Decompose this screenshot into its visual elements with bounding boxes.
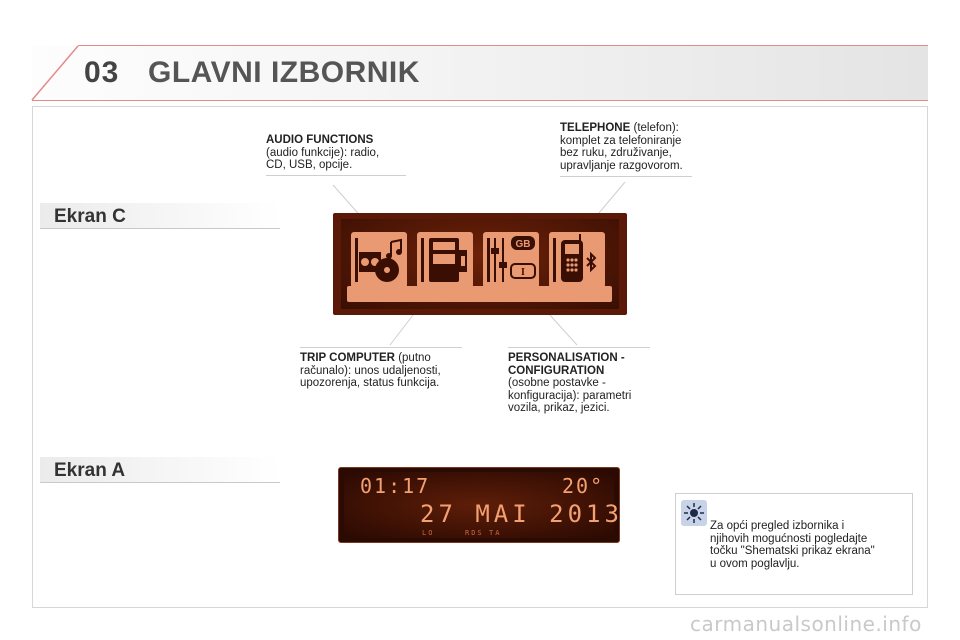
callout-line: (osobne postavke -: [508, 377, 606, 389]
callout-rule: [266, 175, 406, 176]
screen-a-status-rds: RDS: [465, 529, 484, 537]
callout-rule: [508, 347, 650, 348]
section-tab-ekran-a: Ekran A: [40, 457, 280, 483]
page-title: GLAVNI IZBORNIK: [148, 56, 420, 89]
screen-a-time: 01:17: [360, 474, 431, 498]
note-text: Za opći pregled izbornika i njihovih mog…: [710, 520, 906, 570]
callout-heading-suffix: (putno: [395, 352, 431, 364]
chapter-number: 03: [84, 56, 120, 89]
callout-line: bez ruku, združivanje,: [560, 147, 672, 159]
personalisation-icon: GB I: [483, 232, 539, 288]
note-box: [675, 493, 913, 595]
callout-line: računalo): unos udaljenosti,: [300, 364, 441, 377]
language-badge-i: I: [521, 267, 525, 278]
telephone-icon: [549, 232, 605, 288]
callout-personalisation: PERSONALISATION - CONFIGURATION (osobne …: [508, 352, 668, 415]
callout-heading: CONFIGURATION: [508, 364, 605, 377]
audio-icon: [351, 232, 407, 288]
callout-telephone: TELEPHONE (telefon): komplet za telefoni…: [560, 122, 710, 172]
callout-rule: [300, 347, 462, 348]
callout-line: upravljanje razgovorom.: [560, 159, 683, 172]
section-tab-ekran-c: Ekran C: [40, 203, 280, 229]
callout-line: upozorenja, status funkcija.: [300, 377, 440, 389]
note-line: njihovih mogućnosti pogledajte: [710, 532, 868, 545]
header-rule-top: [78, 45, 928, 46]
callout-line: komplet za telefoniranje: [560, 134, 682, 147]
header-corner-cut: [31, 45, 79, 101]
screen-a-date: 27 MAI 2013: [420, 500, 623, 528]
screen-c-menu-bar: [347, 286, 612, 302]
callout-line: vozila, prikaz, jezici.: [508, 402, 610, 414]
callout-line: konfiguracija): parametri: [508, 389, 632, 402]
callout-rule: [560, 176, 692, 177]
callout-heading: TRIP COMPUTER: [300, 352, 395, 364]
content-frame: [32, 106, 928, 608]
screen-a-status-lo: LO: [422, 529, 435, 537]
note-line: Za opći pregled izbornika i: [710, 520, 845, 532]
callout-audio-functions: AUDIO FUNCTIONS (audio funkcije): radio,…: [266, 134, 416, 172]
header-band: [32, 46, 928, 100]
header-rule-bottom: [32, 100, 928, 101]
callout-heading-suffix: (telefon):: [630, 122, 679, 134]
screen-a-panel: [344, 472, 614, 538]
watermark: carmanualsonline.info: [690, 612, 922, 636]
trip-computer-icon: [417, 232, 473, 288]
language-badge-gb: GB: [516, 239, 531, 250]
callout-line: (audio funkcije): radio,: [266, 146, 380, 159]
note-line: točku "Shematski prikaz ekrana": [710, 545, 875, 557]
callout-heading: AUDIO FUNCTIONS: [266, 134, 374, 146]
light-bulb-icon: [681, 500, 707, 526]
screen-a-temperature: 20°: [562, 474, 605, 498]
callout-heading: TELEPHONE: [560, 122, 631, 134]
note-line: u ovom poglavlju.: [710, 557, 800, 570]
callout-line: CD, USB, opcije.: [266, 159, 353, 171]
callout-heading: PERSONALISATION -: [508, 352, 625, 364]
callout-trip-computer: TRIP COMPUTER (putno računalo): unos uda…: [300, 352, 470, 390]
screen-a-status-ta: TA: [489, 529, 502, 537]
